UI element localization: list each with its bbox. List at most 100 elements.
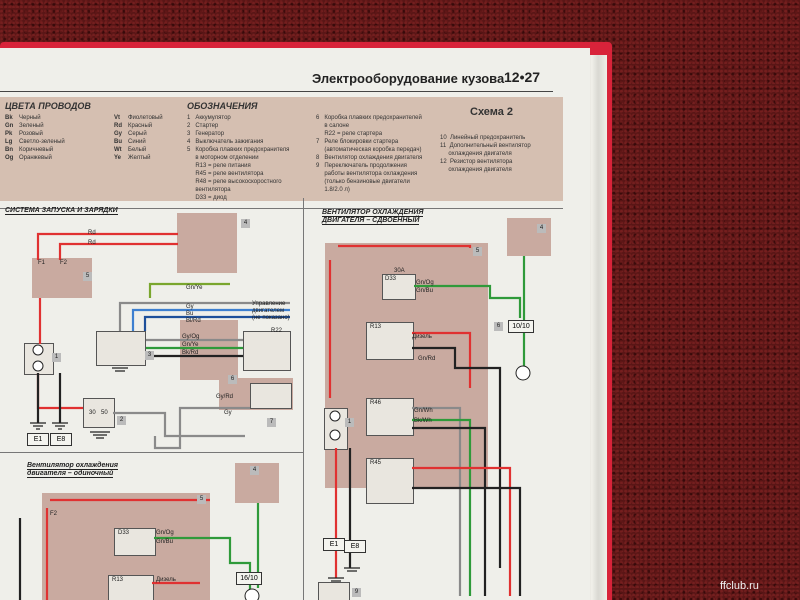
label-gn-bu-single: Gn/Bu: [156, 539, 174, 545]
wire-colors-heading: ЦВЕТА ПРОВОДОВ: [5, 101, 91, 111]
label-d33-single: D33: [118, 530, 130, 536]
battery-minus: [32, 360, 44, 372]
wire-red-r13: [412, 331, 472, 388]
tag-4-single: 4: [250, 466, 259, 475]
legend-symbol-line: вентилятора: [187, 187, 231, 193]
legend-symbol-line: D33 = диод: [187, 195, 227, 201]
relay-r46: [366, 398, 414, 436]
panel-divider-top: [0, 208, 563, 209]
label-gn-ye: Gn/Ye: [186, 285, 203, 291]
legend-symbol-line: 8 Вентилятор охлаждения двигателя: [316, 155, 423, 161]
wire-gray-r46: [412, 406, 462, 596]
label-bk-wh: Bk/Wh: [414, 418, 432, 424]
wire-black-blue: [143, 315, 290, 331]
battery-plus: [32, 344, 44, 356]
label-gy-og: Gy/Og: [182, 334, 200, 340]
label-gn-og: Gn/Og: [416, 280, 434, 286]
ground-e1-dual: [328, 577, 344, 582]
label-engine-ctrl-2: двигателем: [252, 308, 285, 314]
relay-r13: [366, 322, 414, 360]
wire-color-code: Gn: [5, 123, 14, 129]
wire-color-name: Желтый: [128, 155, 151, 161]
tag-7: 7: [267, 418, 276, 427]
wire-black-r13: [412, 346, 502, 568]
legend-symbol-line: 2 Стартер: [187, 123, 219, 129]
legend-symbol-line: 1.8/2.0 л): [316, 187, 350, 193]
wire-color-code: Lg: [5, 139, 13, 145]
wire-color-code: Bu: [114, 139, 122, 145]
page-title: Электрооборудование кузова: [312, 71, 505, 86]
wire-color-code: Og: [5, 155, 14, 161]
starter-lock-relay: [250, 383, 292, 409]
legend-symbol-line: охлаждения двигателя: [440, 167, 512, 173]
tag-2: 2: [117, 416, 126, 425]
wire-color-code: Ye: [114, 155, 122, 161]
tag-4-dual: 4: [537, 224, 546, 233]
legend-symbol-line: R45 = реле вентилятора: [187, 171, 264, 177]
label-gn-wh: Gn/Wh: [414, 408, 433, 414]
page-stack-edge: [585, 55, 607, 600]
tag-5-dual: 5: [473, 247, 482, 256]
symbols-heading: ОБОЗНАЧЕНИЯ: [187, 101, 258, 111]
ground-e8: [52, 422, 68, 430]
legend-symbol-line: 11 Дополнительный вентилятор: [440, 143, 531, 149]
wire-blue-1: [131, 308, 290, 331]
label-engine-ctrl-1: Управление: [252, 301, 286, 307]
wire-color-name: Фиолетовый: [128, 115, 163, 121]
fuse-label-10-10: 10/10: [508, 320, 534, 333]
wire-gray-1: [118, 301, 290, 331]
relay-r13-single: [108, 575, 154, 600]
legend-symbol-line: 7 Реле блокировки стартера: [316, 139, 399, 145]
label-t30: 30: [89, 410, 96, 416]
wire-color-name: Светло-зеленый: [19, 139, 65, 145]
wire-color-code: Rd: [114, 123, 122, 129]
ground-label-e8-dual: E8: [344, 540, 366, 553]
wire-color-name: Синий: [128, 139, 146, 145]
fan-motor-dual: [515, 365, 531, 381]
tag-6: 6: [228, 375, 237, 384]
wire-color-code: Vt: [114, 115, 120, 121]
legend-symbol-line: охлаждения двигателя: [440, 151, 512, 157]
tag-6-dual: 6: [494, 322, 503, 331]
wire-gray-starter: [113, 411, 245, 438]
wire-color-name: Белый: [128, 147, 147, 153]
wire-green-dual: [414, 284, 522, 318]
panel-divider-vertical: [303, 198, 304, 600]
legend-panel: ЦВЕТА ПРОВОДОВ ОБОЗНАЧЕНИЯ Схема 2 Bk Чер…: [0, 97, 563, 201]
label-a30: 30A: [394, 268, 405, 274]
wire-red-top: [36, 232, 178, 260]
label-bu: Bu: [186, 311, 194, 317]
legend-symbol-line: 3 Генератор: [187, 131, 225, 137]
schema-label: Схема 2: [470, 106, 514, 118]
label-diesel: Дизель: [412, 334, 432, 340]
legend-symbol-line: 9 Переключатель продолжения: [316, 163, 407, 169]
legend-symbol-line: (автоматическая коробка передач): [316, 147, 422, 153]
relay-r45: [366, 458, 414, 504]
diode-d33: [382, 274, 416, 300]
section-title-start-charge: СИСТЕМА ЗАПУСКА И ЗАРЯДКИ: [5, 207, 118, 215]
wire-green-yellow: [148, 282, 230, 298]
label-gn-rd: Gn/Rd: [418, 356, 436, 362]
tag-1: 1: [52, 353, 61, 362]
label-t50: 50: [101, 410, 108, 416]
legend-symbol-line: 10 Линейный предохранитель: [440, 135, 526, 141]
tag-9: 9: [352, 588, 361, 597]
label-rd-2: Rd: [88, 240, 96, 246]
watermark: ffclub.ru: [720, 580, 759, 592]
wire-red-dual-1: [338, 244, 472, 248]
wire-color-name: Черный: [19, 115, 41, 121]
wire-color-code: Bk: [5, 115, 13, 121]
alternator: [96, 331, 146, 366]
wire-color-name: Оранжевый: [19, 155, 52, 161]
label-r22: R22: [271, 328, 283, 334]
legend-symbol-line: 12 Резистор вентилятора: [440, 159, 513, 165]
diode-d33-single: [114, 528, 156, 556]
header-rule: [0, 91, 553, 92]
ground-label-e1-dual: E1: [323, 538, 345, 551]
legend-symbol-line: 4 Выключатель зажигания: [187, 139, 264, 145]
panel-divider-middle: [0, 452, 303, 453]
label-gy: Gy: [186, 304, 194, 310]
wire-color-code: Pk: [5, 131, 13, 137]
